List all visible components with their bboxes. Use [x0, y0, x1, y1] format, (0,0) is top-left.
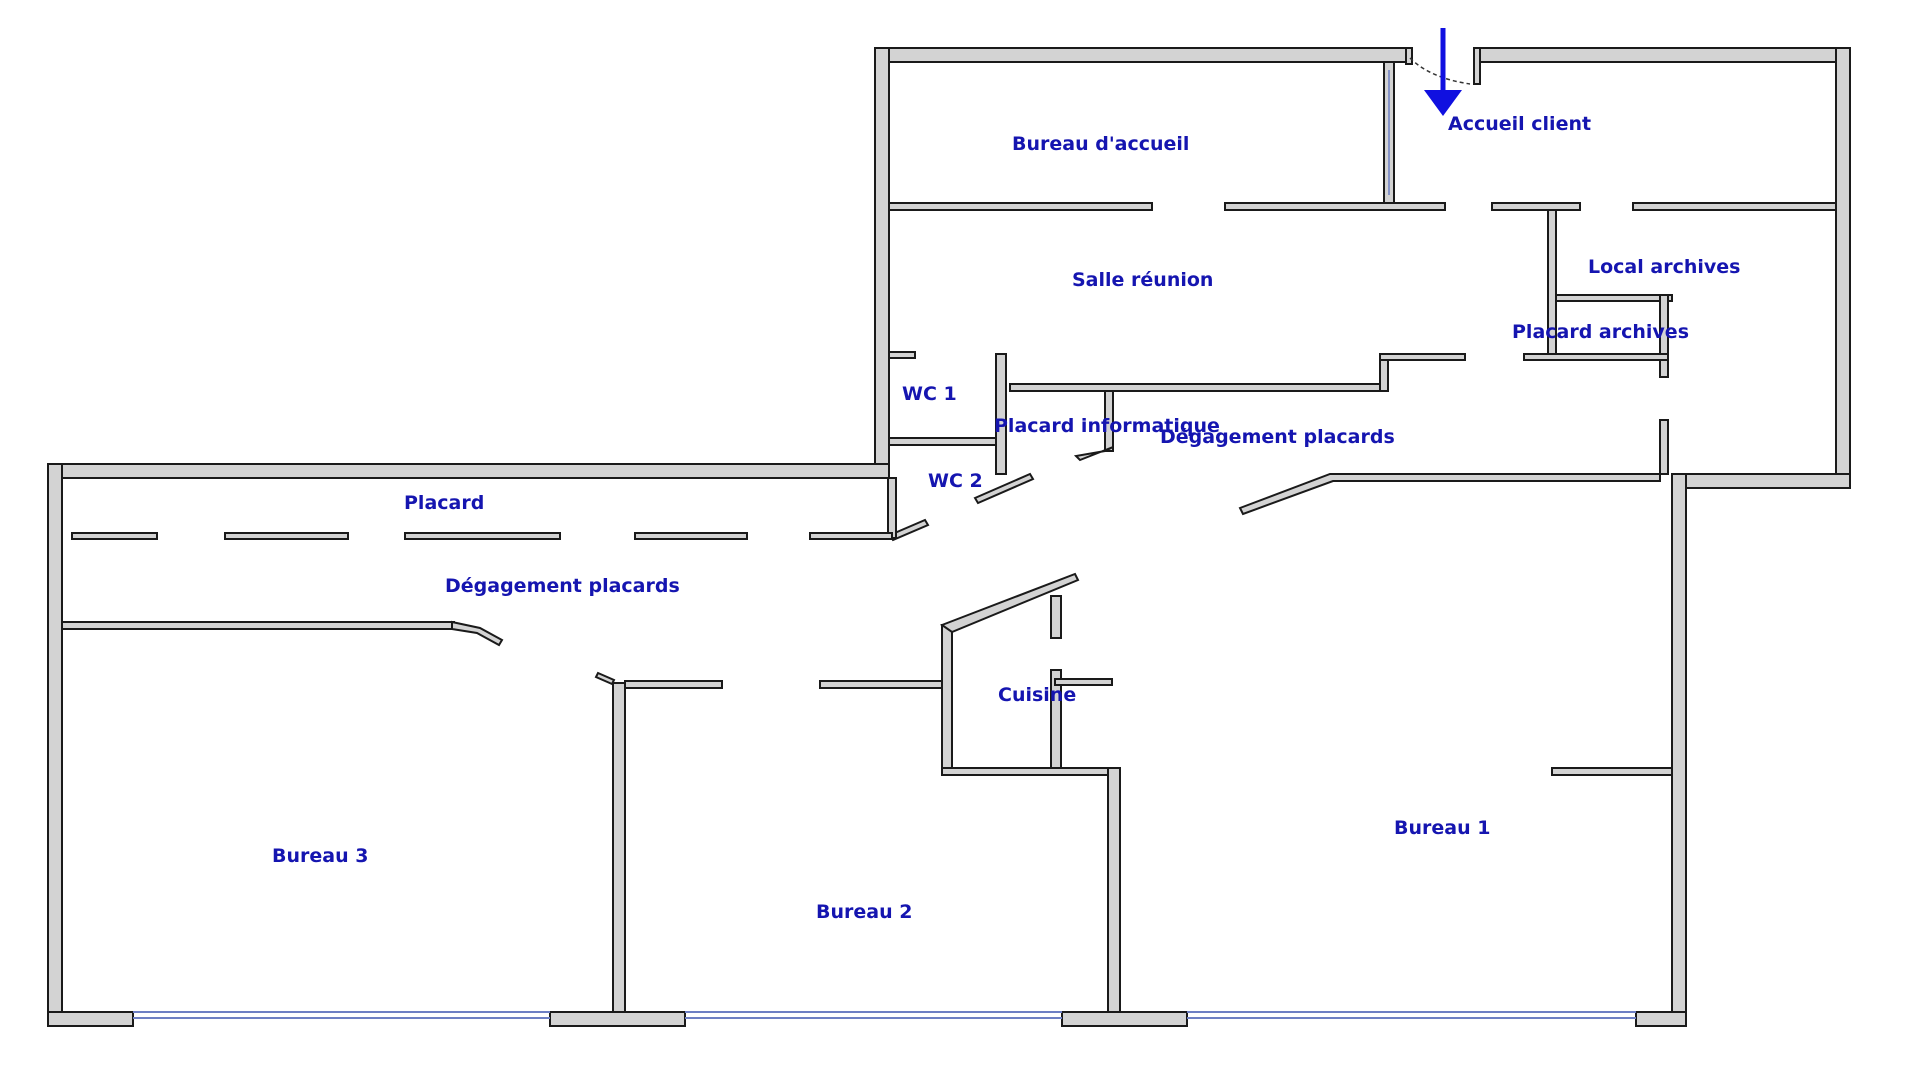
wall-accueil-bottom-3	[1491, 202, 1581, 211]
door-wc2	[973, 472, 1035, 505]
wall-bureau2-top-2	[819, 680, 943, 689]
wall-degagement-diagonal	[1238, 473, 1661, 516]
down-arrow-icon	[1424, 28, 1462, 116]
label-cuisine: Cuisine	[998, 684, 1076, 706]
label-bureau1: Bureau 1	[1394, 817, 1490, 839]
wall-upper-left	[874, 47, 890, 479]
upper-interior-walls	[888, 61, 1837, 542]
wall-accueil-bottom-1	[888, 202, 1153, 211]
door-placard-info	[1073, 446, 1114, 462]
wall-accueil-bottom-2	[1224, 202, 1446, 211]
wall-top-right	[1479, 47, 1851, 63]
wall-placard-archives-top	[1555, 294, 1673, 302]
entrance-door	[1405, 47, 1481, 85]
wall-placard-archives-bottom	[1523, 353, 1669, 361]
placard-door-5	[809, 532, 893, 540]
wall-cuisine-left	[941, 624, 953, 776]
arrow-head	[1424, 90, 1462, 116]
placard-door-1	[71, 532, 158, 540]
label-accueil-client: Accueil client	[1448, 113, 1591, 135]
wall-placard-right	[887, 477, 897, 539]
wall-cuisine-diagonal	[939, 572, 1080, 634]
wall-bottom-pier-4	[1635, 1011, 1687, 1027]
wall-bureau1-stub	[1551, 767, 1673, 776]
wall-cuisine-bottom	[941, 767, 1109, 776]
wall-right-upper	[1835, 47, 1851, 489]
label-bureau-accueil: Bureau d'accueil	[1012, 133, 1189, 155]
wall-cuisine-shelf	[1054, 678, 1113, 686]
wall-reunion-bottom-2	[1379, 353, 1466, 361]
wall-top-left	[874, 47, 1411, 63]
label-degagement-placards-lower: Dégagement placards	[445, 575, 680, 597]
wall-accueil-bottom-4	[1632, 202, 1837, 211]
wall-bottom-pier-3	[1061, 1011, 1188, 1027]
wall-reunion-bottom-1	[1009, 383, 1381, 392]
wall-bureau2-top-1	[624, 680, 723, 689]
label-bureau3: Bureau 3	[272, 845, 368, 867]
label-local-archives: Local archives	[1588, 256, 1740, 278]
wall-placard-info-left	[995, 353, 1007, 475]
placard-door-2	[224, 532, 349, 540]
outer-walls	[47, 47, 1851, 1027]
wall-wc1-bottom	[888, 437, 997, 446]
wall-bottom-pier-1	[47, 1011, 134, 1027]
label-wc2: WC 2	[928, 470, 983, 492]
wall-bottom-pier-2	[549, 1011, 686, 1027]
wall-placard-archives-right	[1659, 294, 1669, 378]
bottom-windows	[133, 1011, 1636, 1019]
wall-right-ledge	[1671, 473, 1851, 489]
label-placard: Placard	[404, 492, 484, 514]
placard-door-4	[634, 532, 748, 540]
entrance-door-jamb-left	[1405, 47, 1413, 65]
label-bureau2: Bureau 2	[816, 901, 912, 923]
wall-cuisine-inner	[1050, 669, 1062, 769]
lower-interior-walls	[61, 477, 1673, 1013]
wall-bureau3-top	[61, 621, 455, 630]
wall-bureau3-diagonal	[451, 620, 504, 647]
wall-bureau2-bureau1	[1107, 767, 1121, 1013]
wall-wc1-stub	[888, 351, 916, 359]
door-bureau3	[594, 671, 616, 686]
entrance-door-swing	[1409, 57, 1471, 85]
wall-step	[47, 463, 890, 479]
label-salle-reunion: Salle réunion	[1072, 269, 1213, 291]
wall-cuisine-stub	[1050, 595, 1062, 639]
label-wc1: WC 1	[902, 383, 957, 405]
placard-door-3	[404, 532, 561, 540]
label-degagement-placards-upper: Dégagement placards	[1160, 426, 1395, 448]
room-labels: Accueil client Bureau d'accueil Salle ré…	[272, 113, 1740, 923]
wall-left	[47, 463, 63, 1027]
wall-archives-stub	[1659, 419, 1669, 475]
wall-bureau3-bureau2	[612, 682, 626, 1013]
wall-right-lower	[1671, 473, 1687, 1027]
wall-placard-info-right	[1104, 390, 1114, 452]
entrance-door-jamb-right	[1473, 47, 1481, 85]
label-placard-informatique: Placard informatique	[994, 415, 1220, 437]
label-placard-archives: Placard archives	[1512, 321, 1689, 343]
